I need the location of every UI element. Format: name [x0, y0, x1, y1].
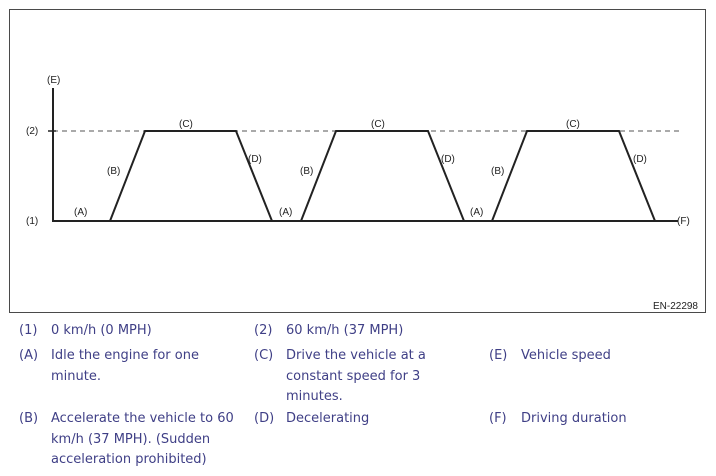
legend-item-2: (2) 60 km/h (37 MPH)	[254, 321, 476, 342]
legend-text: 60 km/h (37 MPH)	[286, 323, 404, 338]
y-axis-label: (E)	[47, 75, 60, 86]
legend-key: (E)	[489, 348, 508, 363]
legend-key: (B)	[19, 411, 39, 426]
speed-cycle-2	[300, 130, 465, 222]
legend-key: (1)	[19, 323, 38, 338]
legend-item-e: (E) Vehicle speed	[489, 346, 711, 367]
legend-text: Drive the vehicle at a constant speed fo…	[286, 348, 426, 404]
legend-key: (2)	[254, 323, 273, 338]
level-base-label: (1)	[26, 216, 38, 227]
segment-label-constant: (C)	[179, 119, 193, 130]
x-axis-label: (F)	[677, 216, 690, 227]
legend-text: 0 km/h (0 MPH)	[51, 323, 152, 338]
segment-label-constant: (C)	[371, 119, 385, 130]
level-high-label: (2)	[26, 126, 38, 137]
segment-label-idle: (A)	[74, 207, 87, 218]
legend-text: Vehicle speed	[521, 348, 611, 363]
segment-label-accelerate: (B)	[300, 166, 313, 177]
speed-profile-diagram: (E) (2) (1) (F) (A) (B) (C) (D) (A) (B) …	[9, 9, 706, 313]
diagram-canvas: (E) (2) (1) (F) (A) (B) (C) (D) (A) (B) …	[26, 75, 698, 312]
legend-item-a: (A) Idle the engine for one minute.	[19, 346, 231, 387]
legend-text: Driving duration	[521, 411, 627, 426]
segment-label-constant: (C)	[566, 119, 580, 130]
figure-code: EN-22298	[653, 301, 698, 312]
legend-item-d: (D) Decelerating	[254, 409, 466, 430]
legend: (1) 0 km/h (0 MPH) (2) 60 km/h (37 MPH) …	[0, 318, 716, 476]
speed-cycle-1	[109, 130, 273, 222]
legend-key: (C)	[254, 348, 274, 363]
legend-item-b: (B) Accelerate the vehicle to 60 km/h (3…	[19, 409, 237, 471]
segment-label-idle: (A)	[470, 207, 483, 218]
speed-cycle-3	[491, 130, 656, 222]
segment-label-decelerate: (D)	[441, 154, 455, 165]
legend-key: (A)	[19, 348, 39, 363]
legend-text: Accelerate the vehicle to 60 km/h (37 MP…	[51, 411, 234, 467]
legend-item-f: (F) Driving duration	[489, 409, 711, 430]
segment-label-accelerate: (B)	[107, 166, 120, 177]
legend-item-1: (1) 0 km/h (0 MPH)	[19, 321, 241, 342]
segment-label-decelerate: (D)	[633, 154, 647, 165]
segment-label-decelerate: (D)	[248, 154, 262, 165]
legend-text: Decelerating	[286, 411, 370, 426]
legend-item-c: (C) Drive the vehicle at a constant spee…	[254, 346, 466, 408]
legend-key: (D)	[254, 411, 275, 426]
legend-text: Idle the engine for one minute.	[51, 348, 199, 384]
segment-label-idle: (A)	[279, 207, 292, 218]
legend-key: (F)	[489, 411, 507, 426]
segment-label-accelerate: (B)	[491, 166, 504, 177]
